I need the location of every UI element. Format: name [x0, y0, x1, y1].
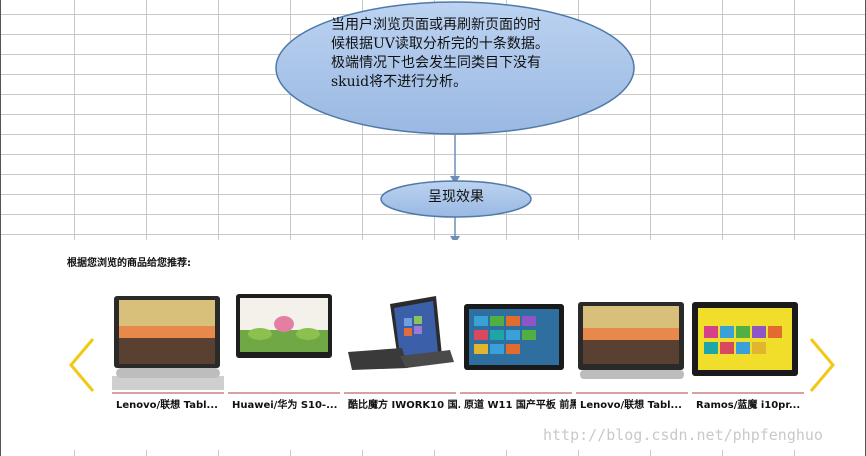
recommendation-carousel: 根据您浏览的商品给您推荐: Lenovo/联想 Tabl... — [55, 240, 845, 450]
product-card[interactable]: Lenovo/联想 Tabl... — [576, 290, 688, 411]
node-1-line: 候根据UV读取分析完的十条数据。 — [331, 36, 549, 52]
product-name: Lenovo/联想 Tabl... — [116, 400, 218, 411]
product-divider — [576, 392, 688, 394]
lenovo-yoga-tablet-image — [112, 296, 224, 390]
node-1-line: 当用户浏览页面或再刷新页面的时 — [331, 17, 541, 33]
product-divider — [228, 392, 340, 394]
chevron-left-icon[interactable] — [67, 335, 97, 395]
product-name: 酷比魔方 IWORK10 国... — [348, 400, 460, 411]
node-2-label: 呈现效果 — [428, 189, 484, 205]
node-1-text: 当用户浏览页面或再刷新页面的时 候根据UV读取分析完的十条数据。 极端情况下也会… — [331, 16, 591, 92]
product-divider — [112, 392, 224, 394]
node-1-line: 极端情况下也会发生同类目下没有 — [331, 55, 541, 71]
product-card[interactable]: Lenovo/联想 Tabl... — [112, 290, 224, 411]
product-divider — [460, 392, 572, 394]
chevron-right-icon[interactable] — [807, 335, 837, 395]
lenovo-yoga-tablet-image — [578, 302, 684, 379]
product-name: 原道 W11 国产平板 前黑... — [464, 400, 576, 411]
product-divider — [344, 392, 456, 394]
carousel-title: 根据您浏览的商品给您推荐: — [67, 258, 191, 269]
product-name: Ramos/蓝魔 i10pr... — [696, 400, 801, 411]
product-card[interactable]: Huawei/华为 S10-... — [228, 290, 340, 411]
node-1-line: skuid将不进行分析。 — [331, 74, 468, 90]
product-name: Lenovo/联想 Tabl... — [580, 400, 682, 411]
cube-iwork10-tablet-image — [348, 296, 454, 370]
product-card[interactable]: Ramos/蓝魔 i10pr... — [692, 290, 804, 411]
product-name: Huawei/华为 S10-... — [232, 400, 338, 411]
product-divider — [692, 392, 804, 394]
node-2-shape — [380, 180, 532, 218]
huawei-tablet-image — [236, 294, 332, 358]
vido-w11-tablet-image — [464, 304, 564, 370]
arrowhead-to-node2 — [450, 176, 460, 184]
watermark: http://blog.csdn.net/phpfenghuo — [543, 426, 823, 444]
product-card[interactable]: 原道 W11 国产平板 前黑... — [460, 290, 576, 411]
product-card[interactable]: 酷比魔方 IWORK10 国... — [344, 290, 460, 411]
ramos-i10pro-tablet-image — [692, 302, 798, 376]
